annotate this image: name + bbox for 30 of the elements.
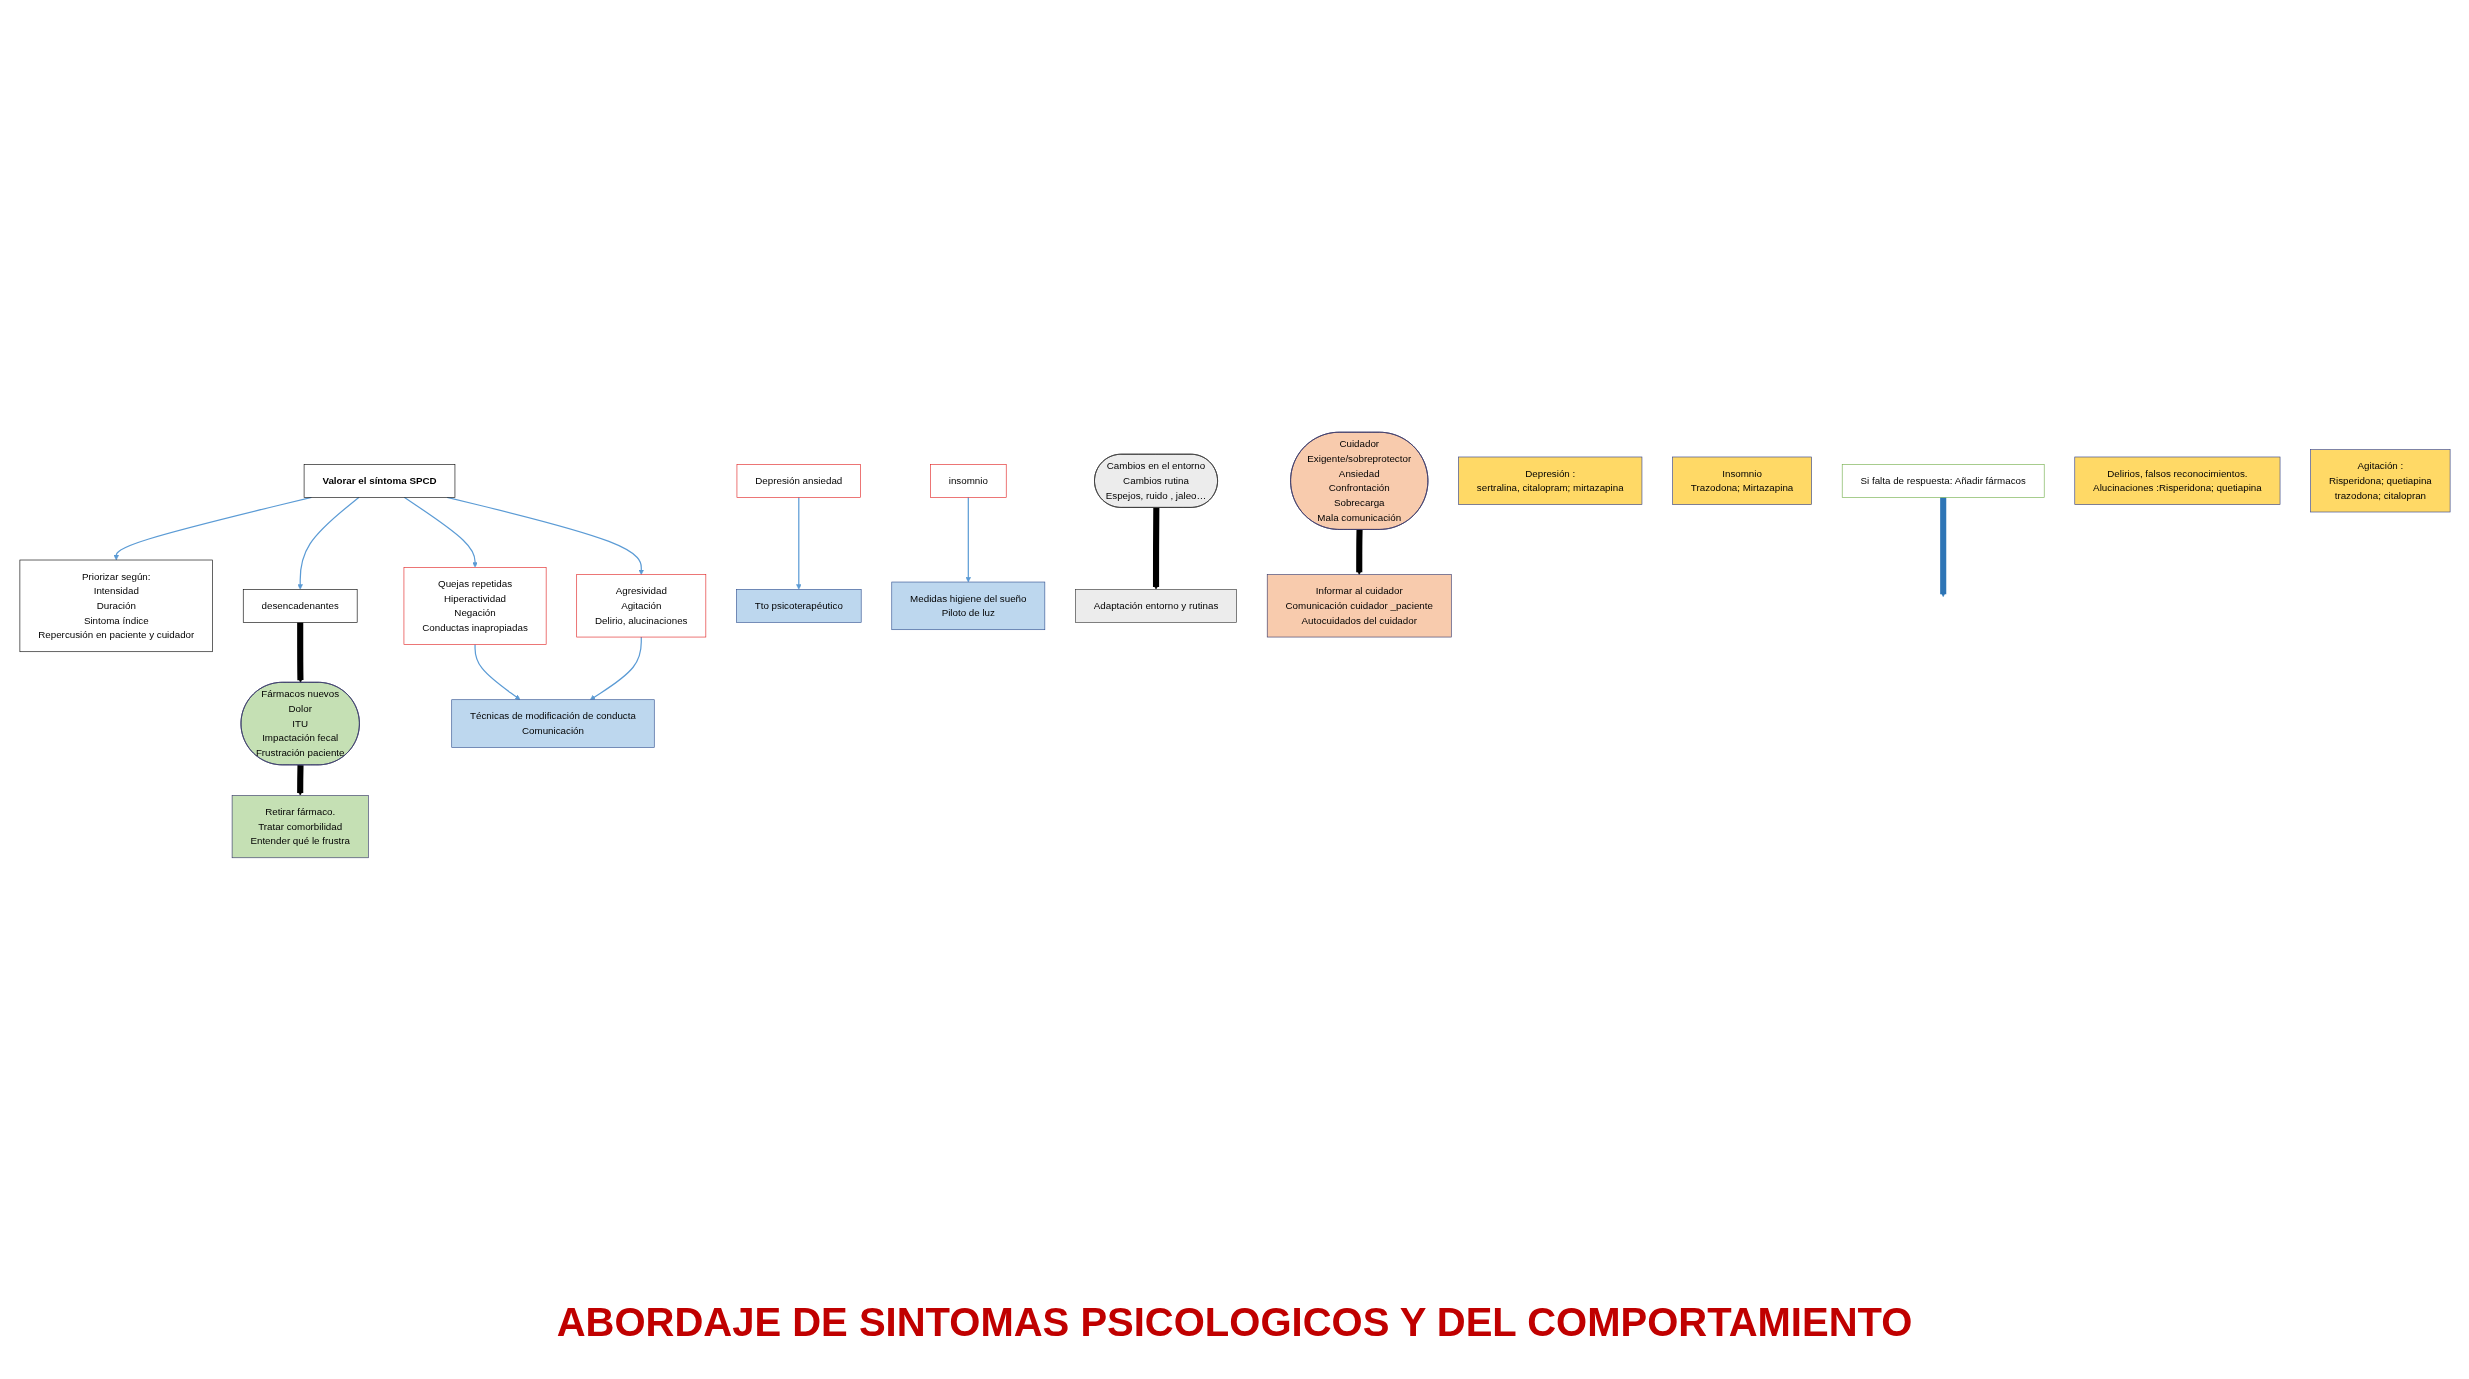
arrow <box>1355 529 1363 575</box>
arrow <box>297 496 360 590</box>
node-box: Delirios, falsos reconocimientos. Alucinaciones :Risperidona; quetiapina <box>2073 456 2280 505</box>
node-box: Retirar fármaco. Tratar comorbilidad Entender qué le frustra <box>231 795 369 859</box>
arrow <box>1939 497 1946 597</box>
arrow <box>589 636 642 700</box>
arrow <box>296 764 304 796</box>
node-box: Técnicas de modificación de conducta Comunicación <box>450 699 655 748</box>
arrow <box>473 643 520 700</box>
diagram-title: ABORDAJE DE SINTOMAS PSICOLOGICOS Y DEL COMPORTAMIENTO <box>555 1300 1914 1345</box>
node-box: insomnio <box>929 464 1007 498</box>
node-box: Agresividad Agitación Delirio, alucinaciones <box>575 574 706 638</box>
node-box: Si falta de respuesta: Añadir fármacos <box>1841 464 2044 498</box>
node-box: Tto psicoterapéutico <box>735 589 861 623</box>
node-box: Depresión ansiedad <box>736 464 861 498</box>
node-box: Valorar el síntoma SPCD <box>303 464 455 498</box>
arrow <box>965 496 971 583</box>
node-box: desencadenantes <box>242 589 357 623</box>
node-box: Insomnio Trazodona; Mirtazapina <box>1671 456 1812 505</box>
arrow <box>795 496 801 590</box>
node-box: Depresión : sertralina, citalopram; mirtazapina <box>1457 456 1642 505</box>
arrow <box>296 622 303 683</box>
arrow <box>1152 507 1159 590</box>
node-box: Quejas repetidas Hiperactividad Negación Conductas inapropiadas <box>403 567 546 645</box>
node-box: Agitación : Risperidona; quetiapina trazodona; citalopran <box>2309 449 2450 513</box>
node-box: Informar al cuidador Comunicación cuidador _paciente Autocuidados del cuidador <box>1266 574 1452 638</box>
node-box: Priorizar según: Intensidad Duración Sintoma índice Repercusión en paciente y cuidador <box>19 559 213 653</box>
node-box: Medidas higiene del sueño Piloto de luz <box>890 581 1045 630</box>
node-box: Adaptación entorno y rutinas <box>1074 589 1237 623</box>
arrow <box>403 496 478 568</box>
